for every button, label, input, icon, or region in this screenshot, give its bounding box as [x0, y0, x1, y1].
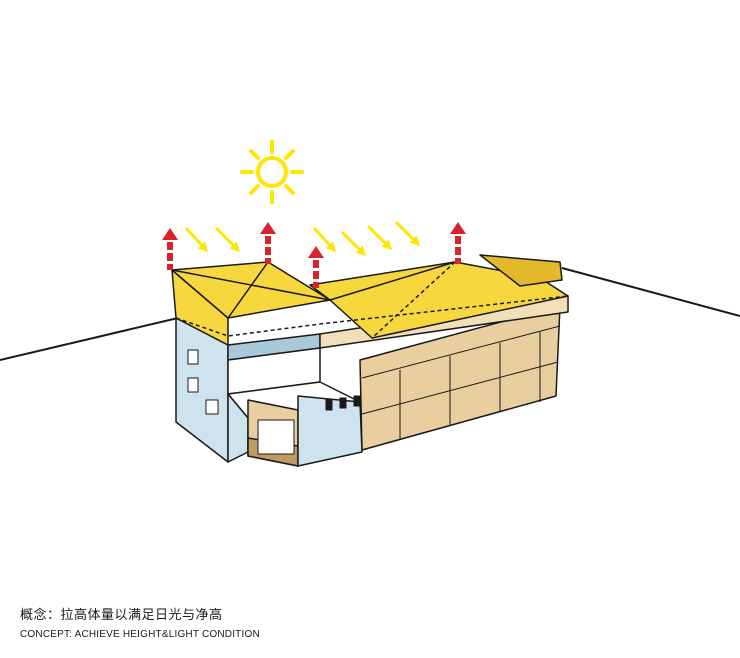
up-arrow-icon — [260, 222, 276, 264]
raise-arrows — [162, 222, 466, 288]
caption-title-cn: 概念：拉高体量以满足日光与净高 — [20, 608, 223, 623]
diagonal-arrow-icon — [366, 224, 393, 251]
main-roof-end — [479, 254, 563, 287]
diagonal-arrow-icon — [312, 226, 337, 253]
ground-lines — [0, 267, 740, 361]
diagonal-arrow-icon — [184, 226, 209, 253]
sun-icon — [240, 140, 304, 204]
caption-title-en: CONCEPT: ACHIEVE HEIGHT&LIGHT CONDITION — [20, 629, 260, 640]
main-facade — [359, 305, 561, 451]
building — [171, 254, 569, 467]
middle-wall — [297, 395, 363, 467]
diagonal-arrow-icon — [394, 220, 421, 247]
up-arrow-icon — [162, 228, 178, 270]
up-arrow-icon — [450, 222, 466, 264]
light-rays — [184, 220, 421, 257]
original-roofline — [175, 295, 569, 337]
up-arrow-icon — [308, 246, 324, 288]
diagonal-arrow-icon — [340, 230, 367, 257]
facade-openings — [187, 325, 561, 455]
diagonal-arrow-icon — [214, 226, 241, 253]
